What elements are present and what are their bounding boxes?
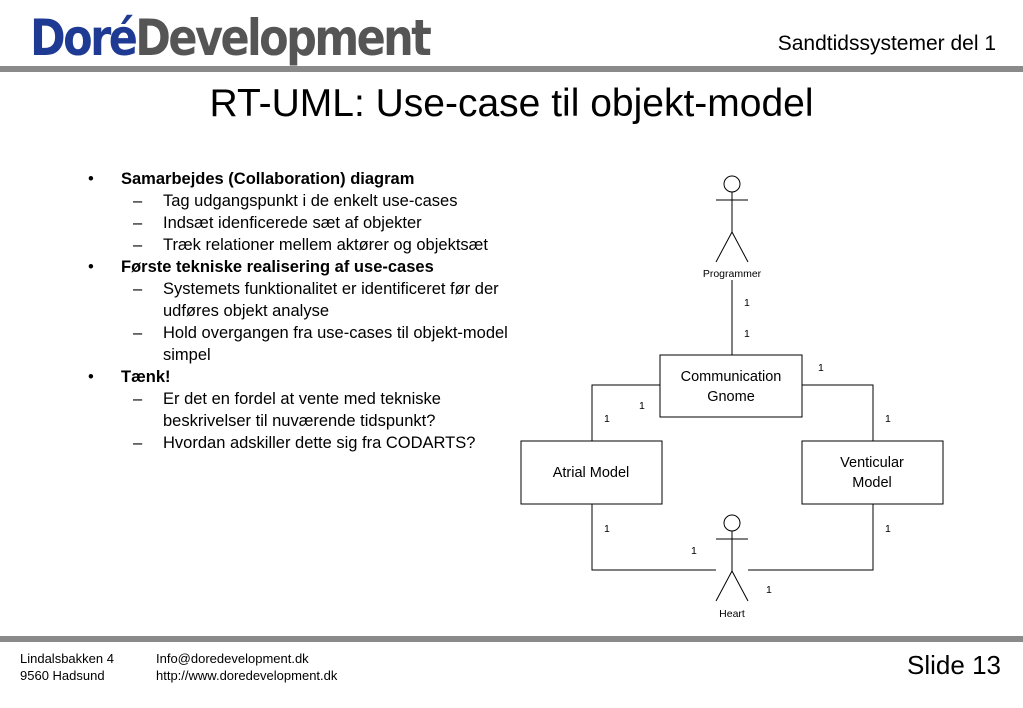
address-line-1: Lindalsbakken 4 (20, 651, 114, 666)
footer-address: Lindalsbakken 4 9560 Hadsund (20, 650, 114, 684)
course-title: Sandtidssystemer del 1 (777, 32, 996, 55)
comm-label-line2: Gnome (707, 389, 755, 405)
sub-bullet-item: –Hold overgangen fra use-cases til objek… (133, 324, 508, 364)
multiplicity-label: 1 (604, 523, 610, 535)
communication-gnome-box (659, 354, 803, 418)
bullet-item: Første tekniske realisering af use-cases (88, 256, 508, 278)
multiplicity-label: 1 (744, 328, 750, 340)
sub-bullet-text: Tag udgangspunkt i de enkelt use-cases (163, 192, 458, 210)
company-logo: DoréDevelopment (30, 8, 432, 68)
atrial-label: Atrial Model (553, 465, 630, 481)
multiplicity-label: 1 (885, 413, 891, 425)
programmer-actor-icon (715, 175, 749, 263)
footer-url: http://www.doredevelopment.dk (156, 668, 338, 683)
address-line-2: 9560 Hadsund (20, 668, 105, 683)
footer-email: Info@doredevelopment.dk (156, 651, 309, 666)
slide-title: RT-UML: Use-case til objekt-model (209, 82, 814, 125)
multiplicity-label: 1 (744, 297, 750, 309)
sub-bullet-item: –Indsæt idenficerede sæt af objekter (133, 214, 422, 232)
heart-actor-icon (715, 514, 749, 602)
sub-bullet-item: –Systemets funktionalitet er identificer… (133, 280, 499, 320)
sub-bullet-text: Træk relationer mellem aktører og objekt… (163, 236, 488, 254)
link-venticular-heart (748, 504, 874, 571)
atrial-model-box (520, 440, 663, 505)
venticular-label-line2: Model (852, 475, 892, 491)
comm-label-line1: Communication (681, 369, 782, 385)
venticular-label-line1: Venticular (840, 455, 904, 471)
sub-bullet-item: –Er det en fordel at vente med tekniske … (133, 390, 441, 430)
bullet-item: Samarbejdes (Collaboration) diagram (88, 168, 508, 190)
venticular-model-box (801, 440, 944, 505)
multiplicity-label: 1 (885, 523, 891, 535)
programmer-label: Programmer (703, 268, 762, 280)
footer-divider (0, 636, 1023, 642)
multiplicity-label: 1 (766, 584, 772, 596)
sub-bullet-text: Er det en fordel at vente med tekniske b… (163, 390, 441, 430)
link-atrial-heart (591, 504, 716, 571)
heart-label: Heart (719, 608, 745, 620)
sub-bullet-text: Indsæt idenficerede sæt af objekter (163, 214, 422, 232)
link-comm-atrial (591, 384, 660, 441)
slide-number: Slide 13 (907, 650, 1001, 680)
bullet-item: Tænk! (88, 366, 508, 388)
multiplicity-label: 1 (691, 545, 697, 557)
multiplicity-label: 1 (818, 362, 824, 374)
sub-bullet-text: Systemets funktionalitet er identificere… (163, 280, 499, 320)
sub-bullet-text: Hold overgangen fra use-cases til objekt… (163, 324, 508, 364)
collaboration-diagram: Programmer Heart Communication Gnome Atr… (520, 175, 944, 620)
logo-part-development: Development (135, 9, 431, 67)
logo-part-dore: Doré (30, 9, 138, 67)
footer-contact: Info@doredevelopment.dk http://www.dored… (156, 650, 337, 684)
header-divider (0, 66, 1023, 72)
multiplicity-label: 1 (604, 413, 610, 425)
multiplicity-label: 1 (639, 400, 645, 412)
sub-bullet-item: –Træk relationer mellem aktører og objek… (133, 236, 488, 254)
sub-bullet-item: –Hvordan adskiller dette sig fra CODARTS… (133, 434, 476, 452)
sub-bullet-item: –Tag udgangspunkt i de enkelt use-cases (133, 192, 458, 210)
link-comm-venticular (802, 384, 874, 441)
bullet-list: Samarbejdes (Collaboration) diagram –Tag… (88, 168, 508, 454)
sub-bullet-text: Hvordan adskiller dette sig fra CODARTS? (163, 434, 476, 452)
